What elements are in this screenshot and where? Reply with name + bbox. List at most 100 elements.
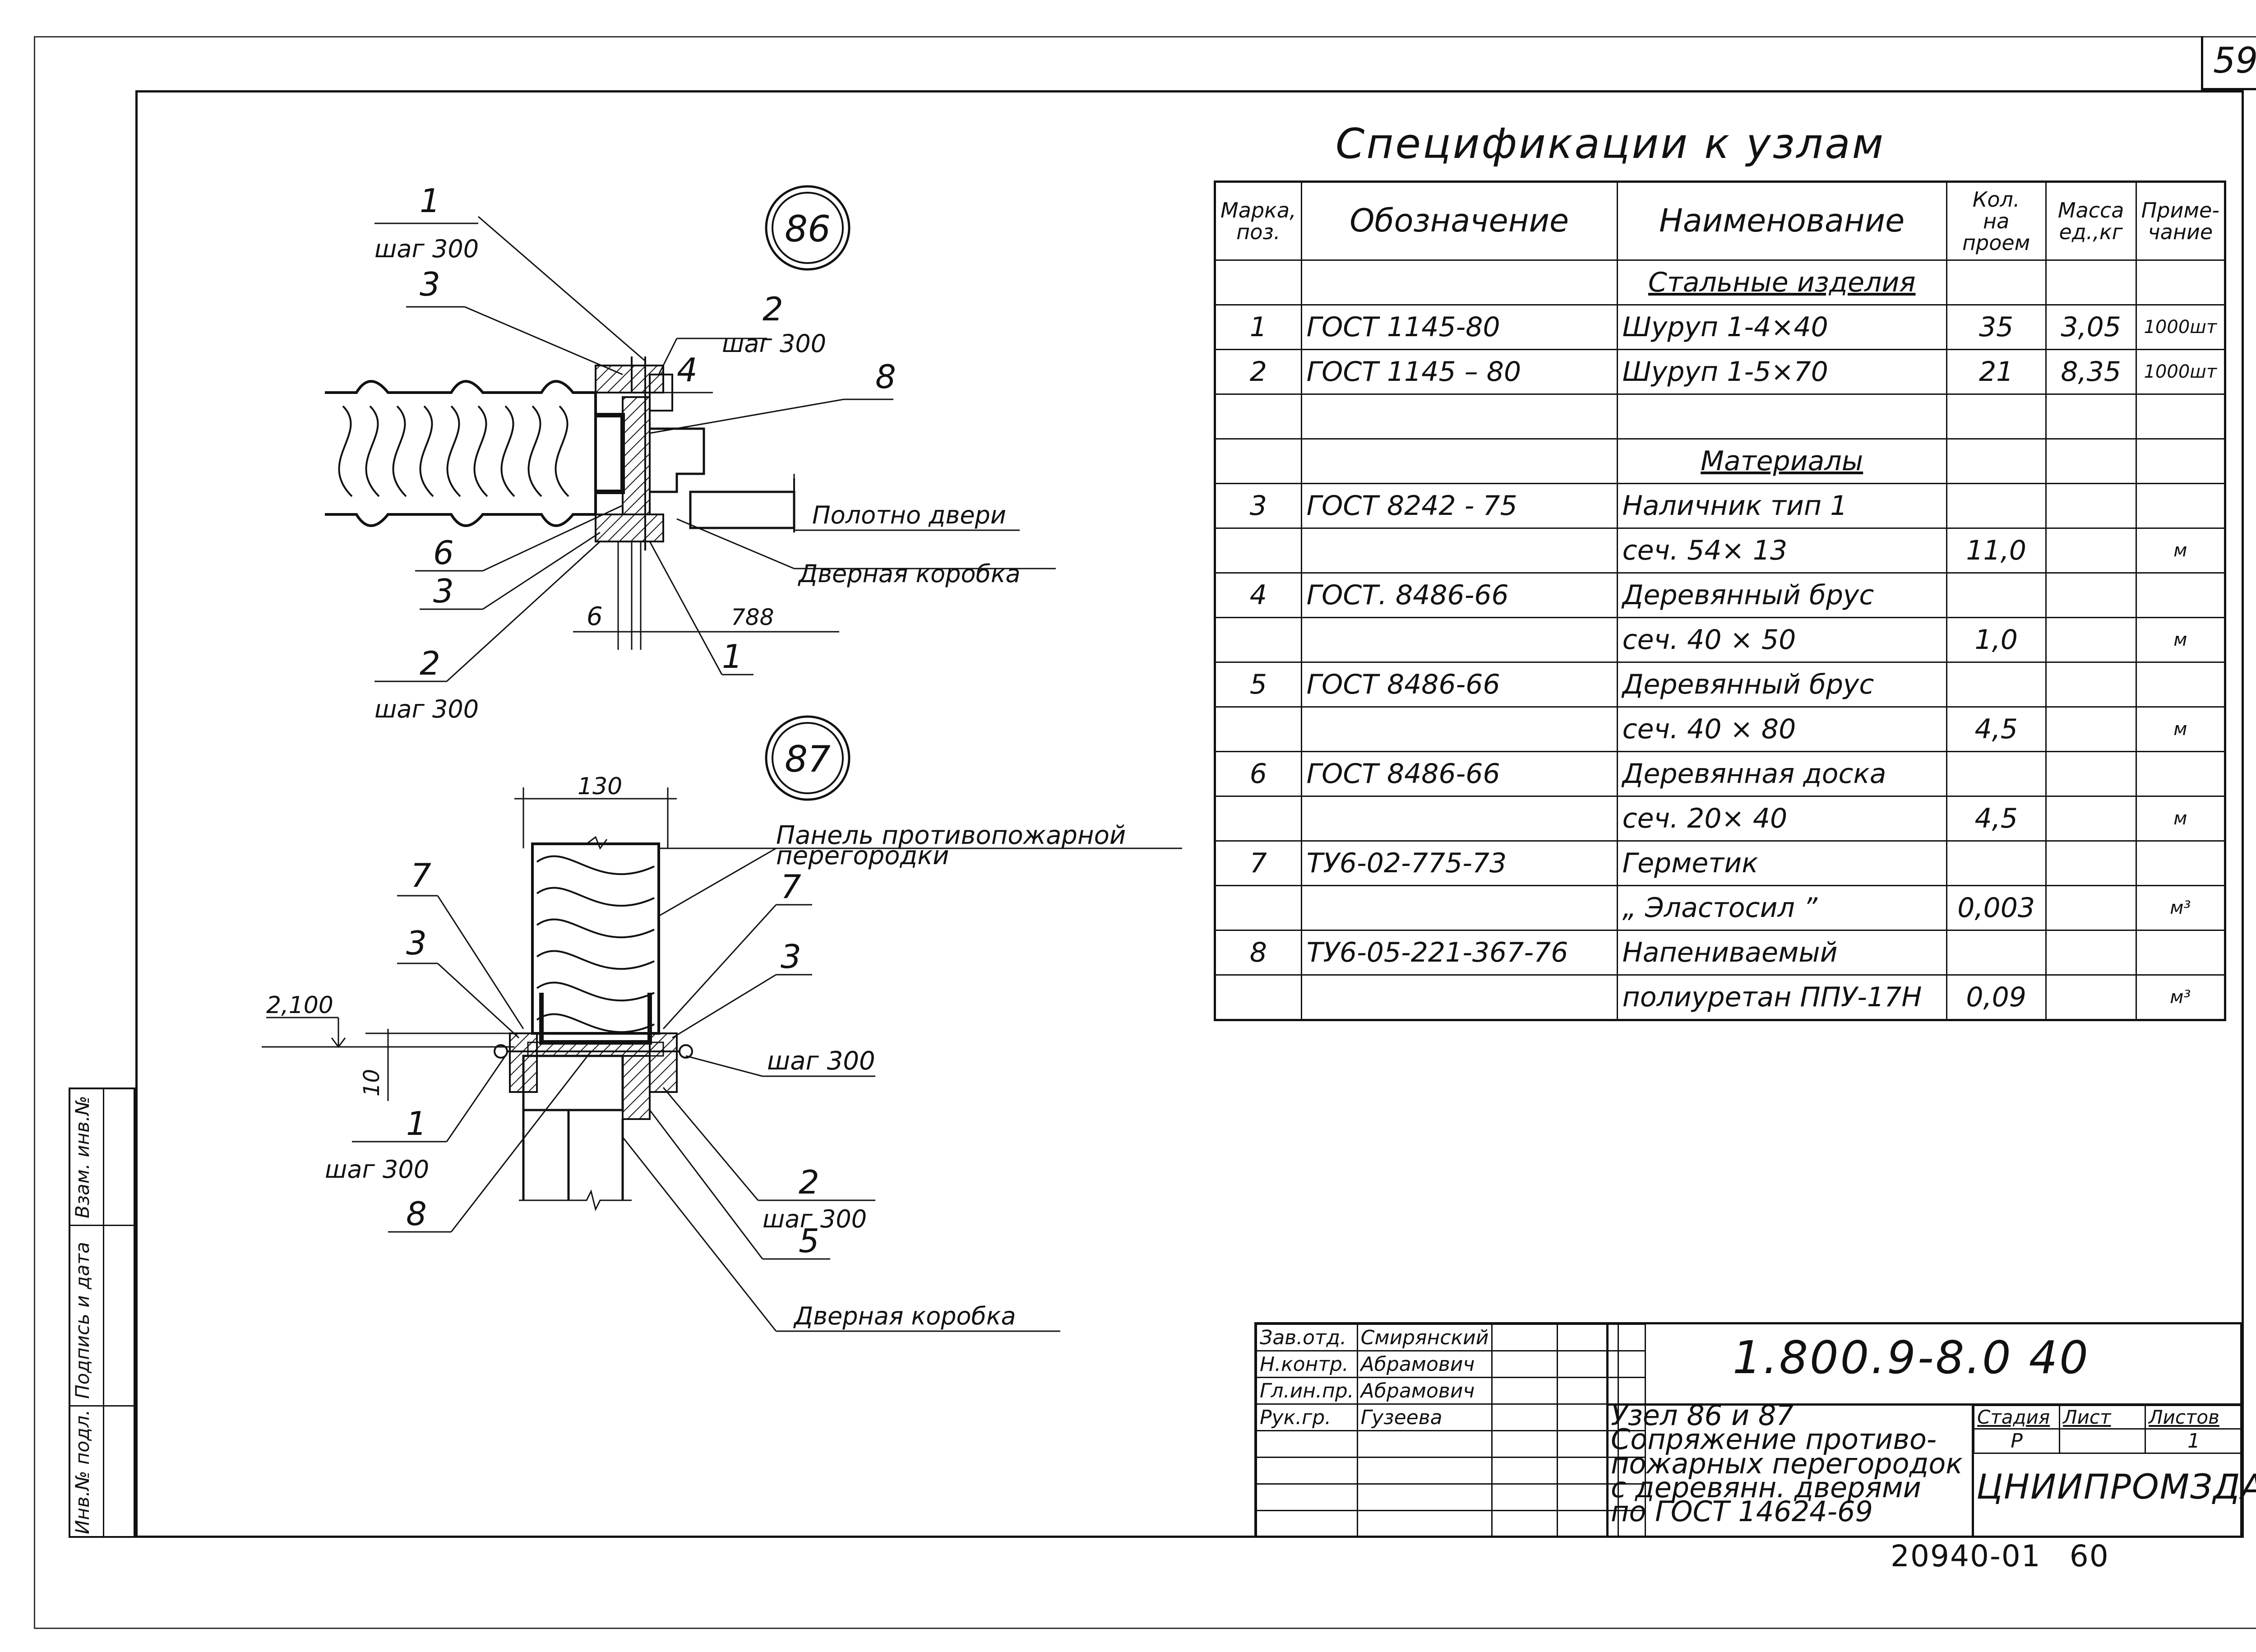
page-number-box: 59 bbox=[2201, 36, 2256, 90]
spec-cell-name: сеч. 20× 40 bbox=[1616, 796, 1947, 842]
node-86-number: 86 bbox=[785, 208, 831, 250]
spec-cell-designation bbox=[1300, 438, 1618, 484]
approval-cell bbox=[1618, 1483, 1646, 1511]
panel-87-outline bbox=[531, 842, 660, 1035]
label-87-2-step: шаг 300 bbox=[763, 1205, 867, 1233]
spec-cell-note bbox=[2135, 751, 2226, 797]
label-86-dim-6: 6 bbox=[587, 602, 603, 631]
title-block-org-divider bbox=[1972, 1406, 1974, 1538]
label-87-3b: 3 bbox=[781, 938, 801, 976]
label-87-7b: 7 bbox=[781, 868, 801, 906]
spec-cell-qty bbox=[1946, 840, 2047, 886]
spec-cell-note: 1000шт bbox=[2135, 304, 2226, 350]
title-block-code-line bbox=[1606, 1403, 2242, 1406]
spec-cell-designation bbox=[1300, 706, 1618, 752]
spec-cell-mass: 3,05 bbox=[2045, 304, 2137, 350]
spec-cell-qty bbox=[1946, 393, 2047, 440]
spec-cell-name: „ Эластосил ” bbox=[1616, 885, 1947, 931]
spec-cell-mark bbox=[1214, 393, 1302, 440]
approval-role: Рук.гр. bbox=[1256, 1403, 1358, 1431]
spec-cell-mass bbox=[2045, 528, 2137, 574]
approval-cell bbox=[1491, 1483, 1558, 1511]
approval-role: Гл.ин.пр. bbox=[1256, 1377, 1358, 1405]
spec-cell-mass bbox=[2045, 930, 2137, 976]
spec-cell-mark: 1 bbox=[1214, 304, 1302, 350]
node-87-circle-outer bbox=[765, 715, 851, 801]
node-87-number: 87 bbox=[785, 738, 831, 780]
spec-cell-mass: 8,35 bbox=[2045, 349, 2137, 395]
panel-86-outline bbox=[325, 380, 597, 527]
spec-cell-name: Шуруп 1-5×70 bbox=[1616, 349, 1947, 395]
col-note: Приме-чание bbox=[2135, 181, 2226, 261]
approval-cell bbox=[1557, 1483, 1619, 1511]
approval-name: Абрамович bbox=[1356, 1350, 1493, 1378]
spec-cell-qty bbox=[1946, 259, 2047, 305]
sheet-value bbox=[2059, 1428, 2146, 1454]
drawing-frame bbox=[135, 90, 2244, 1538]
outer-border bbox=[34, 36, 2256, 1629]
spec-cell-mark bbox=[1214, 974, 1302, 1021]
spec-cell-mark bbox=[1214, 259, 1302, 305]
spec-cell-mass bbox=[2045, 885, 2137, 931]
spec-cell-designation: ТУ6-02-775-73 bbox=[1300, 840, 1618, 886]
spec-cell-qty bbox=[1946, 438, 2047, 484]
sheets-label: Листов bbox=[2145, 1405, 2243, 1430]
spec-cell-mass bbox=[2045, 617, 2137, 663]
spec-cell-mark bbox=[1214, 885, 1302, 931]
spec-cell-note: м³ bbox=[2135, 885, 2226, 931]
approval-cell bbox=[1256, 1483, 1358, 1511]
door-leaf-86 bbox=[689, 491, 795, 529]
approval-name: Гузеева bbox=[1356, 1403, 1493, 1431]
approval-cell bbox=[1256, 1430, 1358, 1458]
stage-value: Р bbox=[1973, 1428, 2060, 1454]
spec-cell-name: Наличник тип 1 bbox=[1616, 483, 1947, 529]
spec-cell-name: сеч. 40 × 50 bbox=[1616, 617, 1947, 663]
col-designation: Обозначение bbox=[1300, 181, 1618, 261]
approval-cell bbox=[1618, 1510, 1646, 1538]
node-87-drawing: 87 bbox=[262, 715, 1182, 1332]
spec-cell-name: Деревянный брус bbox=[1616, 662, 1947, 708]
col-name: Наименование bbox=[1616, 181, 1947, 261]
spec-cell-mark: 3 bbox=[1214, 483, 1302, 529]
approval-name: Смирянский bbox=[1356, 1323, 1493, 1351]
trim-bottom-86 bbox=[595, 514, 664, 542]
archive-number: 20940-01 60 bbox=[1891, 1539, 2109, 1573]
label-86-8: 8 bbox=[875, 358, 896, 396]
spec-row: Стальные изделия bbox=[1214, 259, 2226, 305]
label-86-2a: 2 bbox=[763, 290, 783, 328]
spec-cell-designation: ГОСТ. 8486-66 bbox=[1300, 572, 1618, 618]
label-86-1-step: шаг 300 bbox=[374, 235, 479, 263]
label-87-1: 1 bbox=[406, 1105, 427, 1143]
spec-cell-qty: 1,0 bbox=[1946, 617, 2047, 663]
approval-cell bbox=[1618, 1403, 1646, 1431]
approval-cell bbox=[1491, 1403, 1558, 1431]
spec-cell-name: полиуретан ППУ-17Н bbox=[1616, 974, 1947, 1021]
label-87-dim-130: 130 bbox=[578, 773, 622, 800]
spec-cell-mark: 8 bbox=[1214, 930, 1302, 976]
organization: ЦНИИПРОМЗДАНИЙ bbox=[1976, 1467, 2256, 1507]
spec-cell-mass bbox=[2045, 751, 2137, 797]
approval-role: Зав.отд. bbox=[1256, 1323, 1358, 1351]
spec-cell-name: Напениваемый bbox=[1616, 930, 1947, 976]
label-87-1-step: шаг 300 bbox=[325, 1155, 429, 1184]
spec-cell-mark bbox=[1214, 796, 1302, 842]
spec-cell-name: Материалы bbox=[1616, 438, 1947, 484]
spec-cell-name: Деревянный брус bbox=[1616, 572, 1947, 618]
approval-cell bbox=[1356, 1483, 1493, 1511]
sheet-label: Лист bbox=[2059, 1405, 2146, 1430]
approval-role: Н.контр. bbox=[1256, 1350, 1358, 1378]
steel-channel-86 bbox=[596, 413, 625, 494]
label-86-4: 4 bbox=[677, 351, 698, 389]
label-86-6: 6 bbox=[433, 534, 454, 572]
approval-cell bbox=[1356, 1457, 1493, 1485]
label-87-panel-line1: Панель противопожарной bbox=[776, 821, 1126, 850]
approval-cell bbox=[1618, 1457, 1646, 1485]
spec-cell-mass bbox=[2045, 393, 2137, 440]
